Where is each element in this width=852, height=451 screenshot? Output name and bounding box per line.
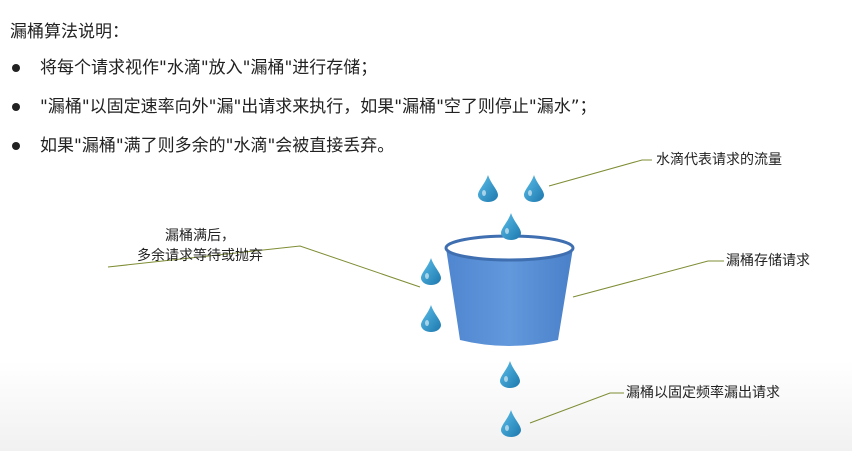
callout-bucket-store: 漏桶存储请求 — [726, 253, 810, 269]
water-drop-icon — [501, 410, 521, 437]
list-item-text: "漏桶"以固定速率向外"漏"出请求来执行，如果"漏桶"空了则停止"漏水”； — [40, 97, 597, 117]
water-drop-icon — [421, 305, 441, 332]
water-drop-highlight — [528, 190, 532, 196]
callout-drops-flow: 水滴代表请求的流量 — [656, 152, 782, 168]
water-drop-highlight — [425, 320, 429, 326]
callout-leak-rate: 漏桶以固定频率漏出请求 — [626, 385, 780, 401]
callout-overflow-line2: 多余请求等待或抛弃 — [137, 248, 263, 264]
water-drop-icon — [501, 213, 521, 240]
water-drop-icon — [421, 258, 441, 285]
list-item: 将每个请求视作"水滴"放入"漏桶"进行存储； — [10, 58, 597, 78]
explanation-list: 将每个请求视作"水滴"放入"漏桶"进行存储； "漏桶"以固定速率向外"漏"出请求… — [10, 58, 597, 175]
water-drop-highlight — [505, 425, 509, 431]
water-drop-icon — [478, 175, 498, 202]
bullet-dot-icon — [12, 103, 20, 111]
bucket-icon — [444, 234, 575, 346]
list-item: "漏桶"以固定速率向外"漏"出请求来执行，如果"漏桶"空了则停止"漏水”； — [10, 97, 597, 117]
water-drop-icon — [500, 361, 520, 388]
water-drop-highlight — [482, 190, 486, 196]
leader-line-flow — [548, 159, 652, 187]
list-item-text: 将每个请求视作"水滴"放入"漏桶"进行存储； — [40, 58, 378, 78]
list-item-text: 如果"漏桶"满了则多余的"水滴"会被直接丢弃。 — [40, 136, 395, 156]
leader-line-bucket — [572, 260, 724, 298]
bullet-dot-icon — [12, 142, 20, 150]
water-drop-highlight — [505, 228, 509, 234]
water-drop-highlight — [504, 376, 508, 382]
page-title: 漏桶算法说明： — [10, 22, 129, 42]
water-drop-icon — [524, 175, 544, 202]
leader-line-leak — [529, 392, 624, 424]
water-drop-highlight — [425, 273, 429, 279]
list-item: 如果"漏桶"满了则多余的"水滴"会被直接丢弃。 — [10, 136, 597, 156]
leader-line-overflow — [107, 245, 421, 288]
callout-overflow: 漏桶满后， 多余请求等待或抛弃 — [126, 226, 274, 266]
callout-overflow-line1: 漏桶满后， — [165, 228, 235, 244]
bullet-dot-icon — [12, 64, 20, 72]
